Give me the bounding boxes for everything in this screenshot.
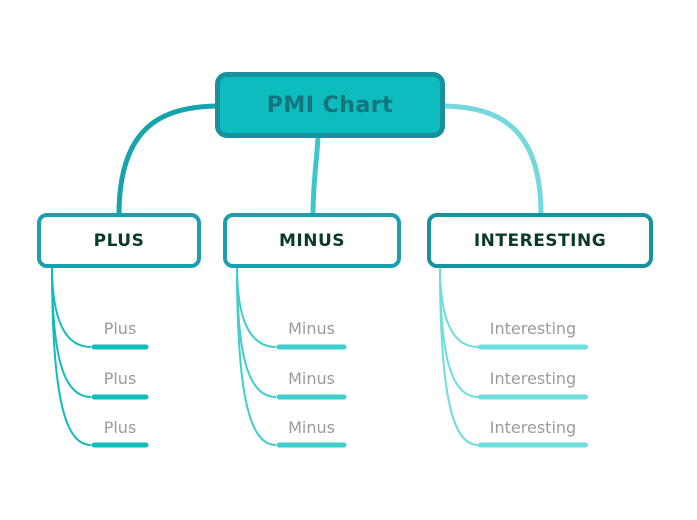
leaf-node-minus-3[interactable]: Minus	[276, 419, 347, 437]
leaf-label: Minus	[288, 319, 335, 338]
connector-plus-leaf-3	[51, 265, 92, 446]
leaf-label: Plus	[103, 319, 137, 338]
leaf-label: Minus	[288, 369, 335, 388]
leaf-node-plus-1[interactable]: Plus	[91, 320, 149, 338]
connector-plus-leaf-1	[51, 265, 92, 348]
leaf-underline	[478, 442, 588, 448]
leaf-node-interesting-1[interactable]: Interesting	[478, 320, 588, 338]
leaf-label: Interesting	[489, 369, 577, 388]
leaf-label: Plus	[103, 418, 137, 437]
root-node-pmi-chart[interactable]: PMI Chart	[215, 72, 445, 138]
leaf-underline	[91, 442, 149, 448]
branch-node-plus[interactable]: PLUS	[37, 213, 201, 268]
leaf-underline	[91, 344, 149, 350]
leaf-node-interesting-3[interactable]: Interesting	[478, 419, 588, 437]
root-node-label: PMI Chart	[266, 92, 394, 118]
branch-node-minus[interactable]: MINUS	[223, 213, 401, 268]
leaf-underline	[478, 394, 588, 400]
connector-root-to-plus	[116, 103, 218, 216]
leaf-node-plus-3[interactable]: Plus	[91, 419, 149, 437]
connector-root-to-interesting	[442, 103, 544, 216]
branch-node-label: PLUS	[93, 230, 145, 251]
leaf-label: Interesting	[489, 319, 577, 338]
connector-interesting-leaf-1	[439, 265, 479, 348]
leaf-label: Plus	[103, 369, 137, 388]
leaf-node-interesting-2[interactable]: Interesting	[478, 370, 588, 388]
leaf-underline	[91, 394, 149, 400]
connector-minus-leaf-1	[236, 265, 277, 348]
leaf-underline	[276, 394, 347, 400]
connector-interesting-leaf-3	[439, 265, 479, 446]
leaf-underline	[276, 344, 347, 350]
leaf-label: Minus	[288, 418, 335, 437]
leaf-label: Interesting	[489, 418, 577, 437]
branch-node-label: INTERESTING	[473, 230, 607, 251]
branch-node-interesting[interactable]: INTERESTING	[427, 213, 653, 268]
leaf-underline	[478, 344, 588, 350]
leaf-node-plus-2[interactable]: Plus	[91, 370, 149, 388]
connector-root-to-minus	[310, 135, 321, 216]
connector-minus-leaf-3	[236, 265, 277, 446]
leaf-node-minus-2[interactable]: Minus	[276, 370, 347, 388]
leaf-underline	[276, 442, 347, 448]
branch-node-label: MINUS	[278, 230, 346, 251]
leaf-node-minus-1[interactable]: Minus	[276, 320, 347, 338]
